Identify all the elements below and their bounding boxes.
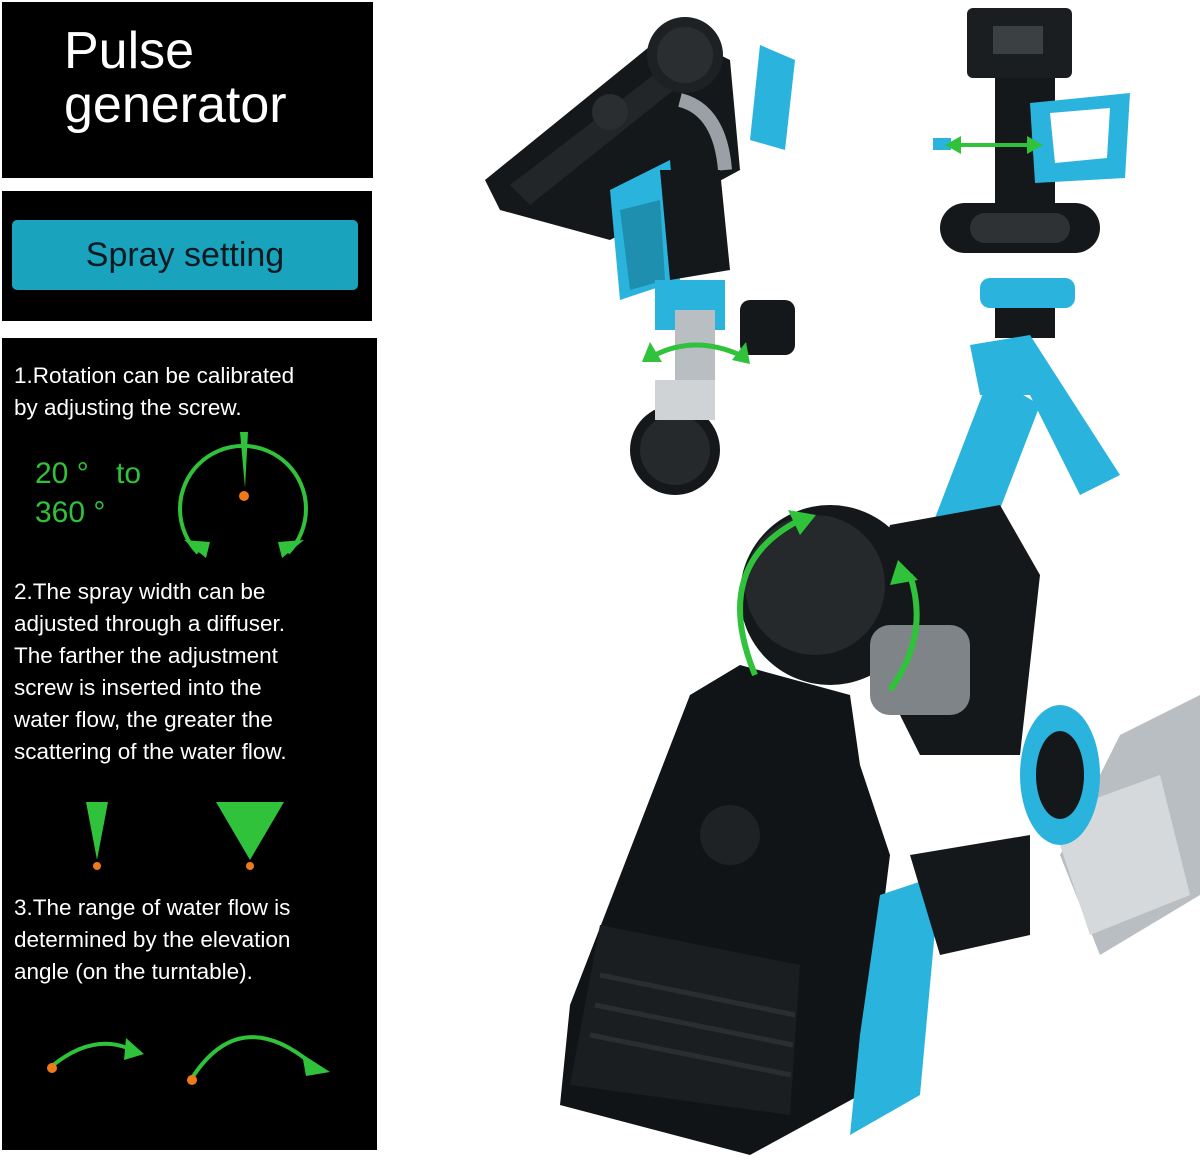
page-title: Pulse generator (64, 22, 287, 134)
high-arc-icon (187, 1035, 330, 1085)
sprinkler-top-view-image (485, 17, 795, 495)
step-two-text: 2.The spray width can be adjusted throug… (14, 579, 287, 764)
rotation-arrow-icon (642, 342, 662, 362)
rotation-dial-icon (178, 432, 308, 558)
wide-spray-icon (216, 802, 284, 870)
info-panel: 1.Rotation can be calibrated by adjustin… (2, 338, 377, 1150)
title-panel: Pulse generator (2, 2, 373, 178)
spray-setting-badge: Spray setting (12, 220, 358, 290)
slide-arrow-icon (945, 136, 961, 154)
sprinkler-front-view-image (933, 8, 1130, 338)
setting-panel: Spray setting (2, 191, 372, 321)
sprinkler-closeup-image (560, 335, 1200, 1155)
rotation-to-word: to (116, 457, 142, 490)
low-arc-icon (47, 1038, 144, 1073)
step-three-text: 3.The range of water flow is determined … (14, 895, 291, 984)
step-one-text: 1.Rotation can be calibrated by adjustin… (14, 363, 295, 420)
rotation-from-label: 20 ° (35, 457, 89, 490)
narrow-spray-icon (86, 802, 108, 870)
rotation-to-label: 360 ° (35, 496, 106, 529)
